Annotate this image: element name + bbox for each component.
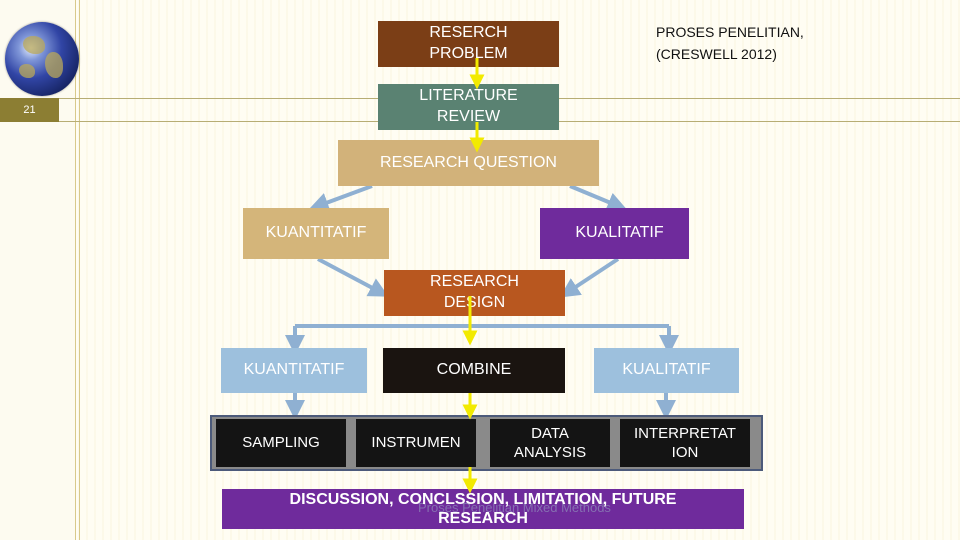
final-line-2: RESEARCH bbox=[438, 510, 528, 527]
final-box bbox=[222, 489, 744, 529]
kuantitatif-mid-box: KUANTITATIF bbox=[221, 348, 367, 393]
instrumen-box: INSTRUMEN bbox=[356, 419, 476, 467]
arrow-kuantitatif-design bbox=[317, 257, 389, 297]
arrow-rq-kualitatif bbox=[569, 184, 628, 212]
globe-icon bbox=[5, 22, 79, 96]
data-analysis-box: DATA ANALYSIS bbox=[490, 419, 610, 467]
kuantitatif-top-box: KUANTITATIF bbox=[243, 208, 389, 259]
slide-caption: PROSES PENELITIAN, (CRESWELL 2012) bbox=[656, 24, 804, 62]
page-number: 21 bbox=[0, 98, 59, 122]
divider-line bbox=[75, 0, 76, 540]
final-box-text: DISCUSSION, CONCLSSION, LIMITATION, FUTU… bbox=[222, 489, 744, 529]
interpretation-box: INTERPRETAT ION bbox=[620, 419, 750, 467]
final-line-1: DISCUSSION, CONCLSSION, LIMITATION, FUTU… bbox=[289, 490, 677, 508]
research-design-box: RESEARCH DESIGN bbox=[384, 270, 565, 316]
kualitatif-top-box: KUALITATIF bbox=[540, 208, 689, 259]
arrow-rq-kuantitatif bbox=[308, 184, 373, 212]
research-problem-box: RESERCH PROBLEM bbox=[378, 21, 559, 67]
research-question-box: RESEARCH QUESTION bbox=[338, 140, 599, 186]
divider-line bbox=[79, 0, 80, 540]
kualitatif-mid-box: KUALITATIF bbox=[594, 348, 739, 393]
sampling-box: SAMPLING bbox=[216, 419, 346, 467]
literature-review-box: LITERATURE REVIEW bbox=[378, 84, 559, 130]
ghost-watermark-text: Proses Penelitian Mixed Methods bbox=[418, 500, 611, 515]
combine-box: COMBINE bbox=[383, 348, 565, 393]
arrow-kualitatif-design bbox=[559, 257, 620, 298]
